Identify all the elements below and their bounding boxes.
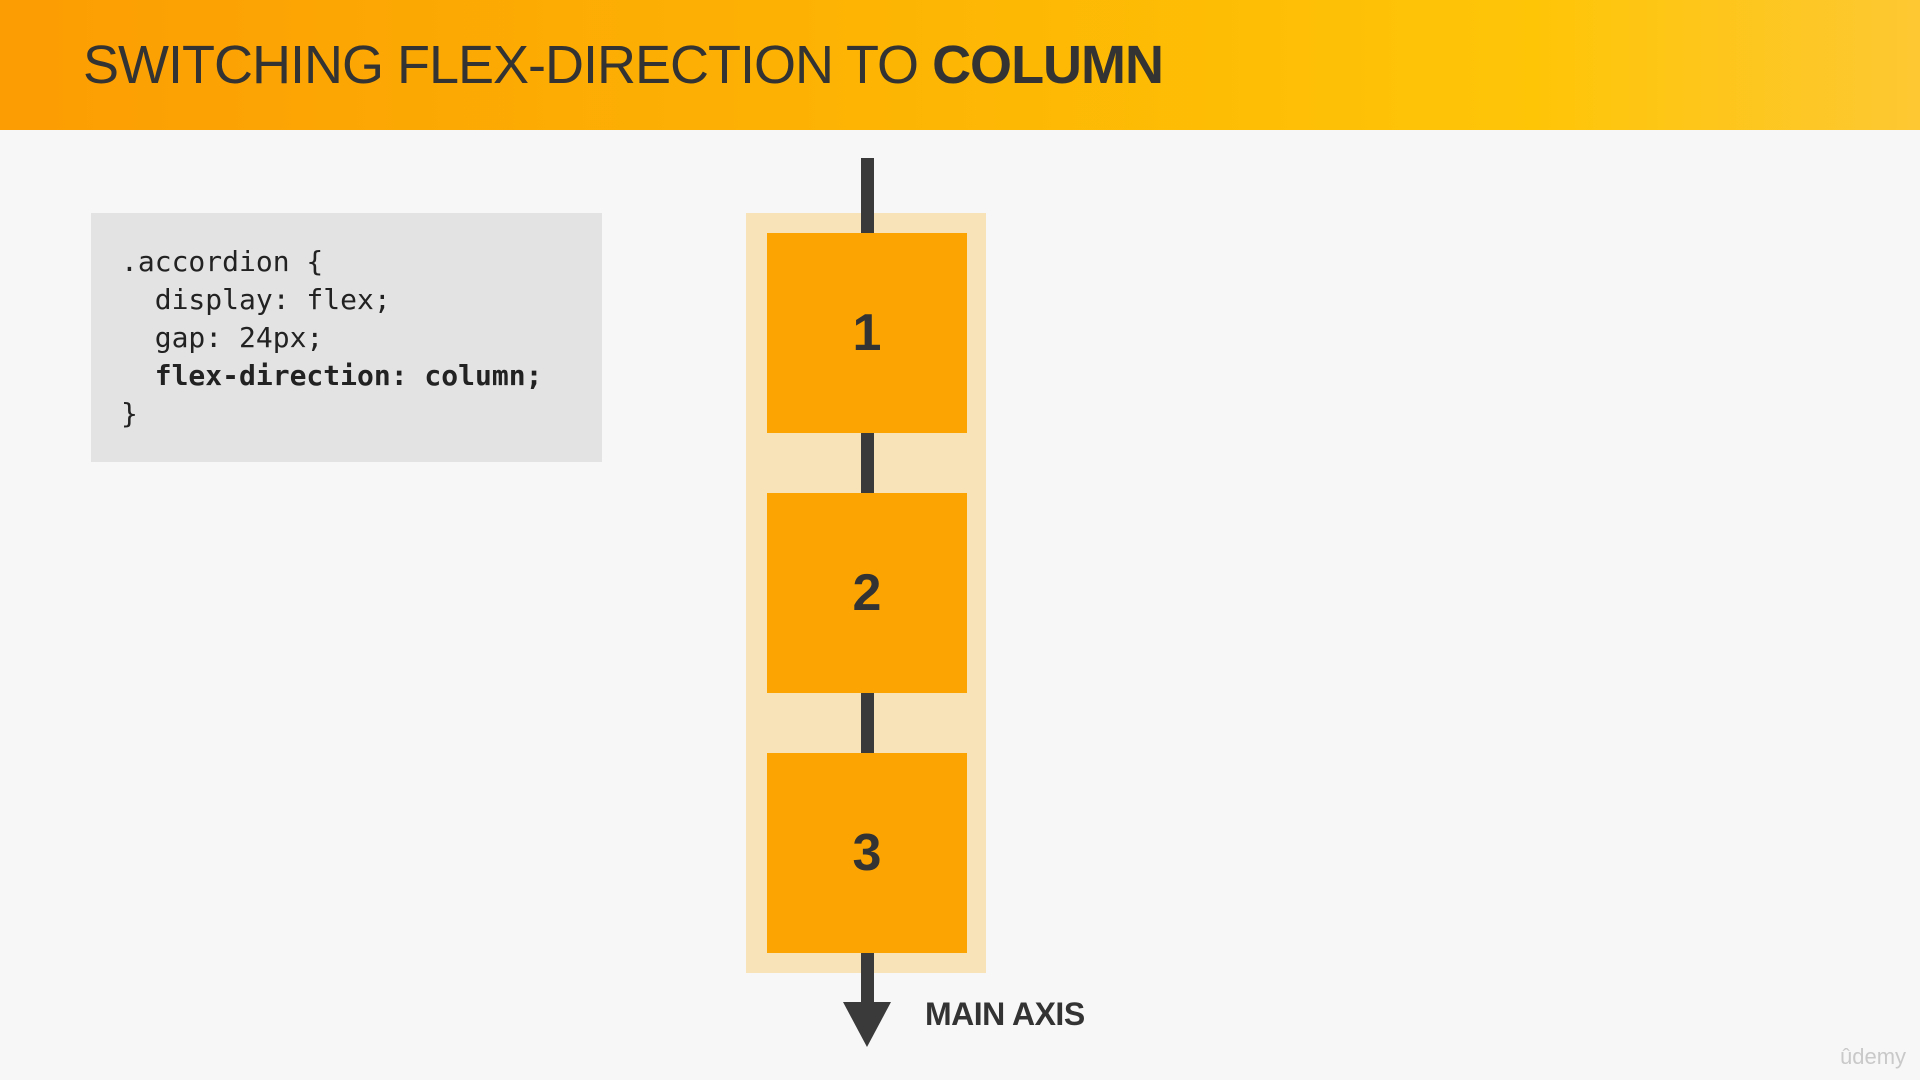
code-line-highlighted: flex-direction: column;	[121, 359, 543, 392]
slide-header: SWITCHING FLEX-DIRECTION TO COLUMN	[0, 0, 1920, 130]
code-line: }	[121, 397, 138, 430]
udemy-watermark: ûdemy	[1840, 1044, 1907, 1069]
code-block: .accordion { display: flex; gap: 24px; f…	[91, 213, 602, 462]
main-axis-arrow-icon	[843, 1002, 891, 1047]
flex-item-1: 1	[767, 233, 967, 433]
main-axis-label: MAIN AXIS	[925, 996, 1085, 1032]
code-line: display: flex;	[121, 283, 391, 316]
slide-title-bold: COLUMN	[932, 35, 1164, 95]
slide-title: SWITCHING FLEX-DIRECTION TO COLUMN	[83, 34, 1164, 96]
slide-title-regular: SWITCHING FLEX-DIRECTION TO	[83, 35, 933, 95]
code-line: .accordion {	[121, 245, 324, 278]
flex-item-2: 2	[767, 493, 967, 693]
code-line: gap: 24px;	[121, 321, 324, 354]
flex-item-3: 3	[767, 753, 967, 953]
code-text: .accordion { display: flex; gap: 24px; f…	[121, 243, 542, 433]
